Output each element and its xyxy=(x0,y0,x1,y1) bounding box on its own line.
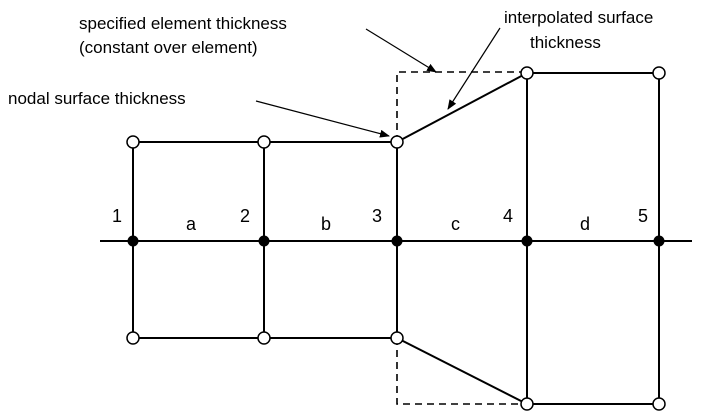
specified-thickness-box xyxy=(396,71,527,405)
surface-node xyxy=(126,331,140,345)
element-label-a: a xyxy=(186,214,197,234)
annotation-specified-line1: specified element thickness xyxy=(79,14,287,33)
axis-nodes xyxy=(127,235,665,247)
element-label-b: b xyxy=(321,214,331,234)
node-label-5: 5 xyxy=(638,206,648,226)
axis-node-5 xyxy=(653,235,665,247)
axis-node-3 xyxy=(391,235,403,247)
lower-surface-line xyxy=(133,337,659,405)
annotation-nodal: nodal surface thickness xyxy=(8,89,186,108)
axis-node-1 xyxy=(127,235,139,247)
node-label-4: 4 xyxy=(503,206,513,226)
surface-node xyxy=(257,331,271,345)
specified-leader-arrow xyxy=(365,28,437,73)
element-label-c: c xyxy=(451,214,460,234)
element-label-d: d xyxy=(580,214,590,234)
node-label-1: 1 xyxy=(112,206,122,226)
nodal-leader-arrow xyxy=(255,100,390,138)
node-label-2: 2 xyxy=(240,206,250,226)
axis-node-2 xyxy=(258,235,270,247)
surface-node xyxy=(520,397,534,411)
annotation-specified-line2: (constant over element) xyxy=(79,38,258,57)
surface-node xyxy=(652,66,666,80)
node-label-3: 3 xyxy=(372,206,382,226)
surface-node xyxy=(652,397,666,411)
surface-nodes xyxy=(126,66,666,411)
upper-surface-line xyxy=(133,72,659,143)
surface-node xyxy=(390,135,404,149)
surface-node xyxy=(126,135,140,149)
annotation-interpolated-line1: interpolated surface xyxy=(504,8,653,27)
axis-node-4 xyxy=(521,235,533,247)
annotation-interpolated-line2: thickness xyxy=(530,33,601,52)
surface-node xyxy=(257,135,271,149)
surface-node xyxy=(520,66,534,80)
interpolated-leader-arrow xyxy=(447,27,501,110)
surface-node xyxy=(390,331,404,345)
